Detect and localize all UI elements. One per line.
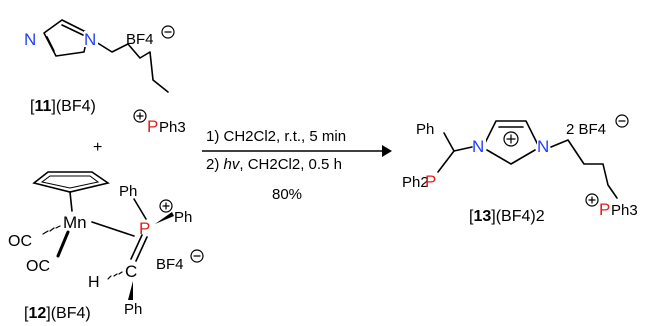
product-13: N N Ph Ph2 P 2 BF4 P Ph3 [13](BF4)2: [402, 114, 638, 225]
phosphine-diphenyl-label: Ph2: [402, 174, 429, 191]
phenyl-on-c: Ph: [124, 301, 142, 318]
counterion-bf4: BF4: [156, 249, 204, 273]
triphenyl-label: Ph3: [611, 202, 638, 219]
manganese-atom: Mn: [63, 213, 87, 232]
compound-label-13: [13](BF4)2: [469, 208, 545, 225]
phosphonium-phosphorus: P: [147, 117, 158, 136]
compound-label-11: [11](BF4): [30, 98, 96, 115]
reactant-11: N N BF4 P Ph3 [11](BF4): [24, 19, 186, 136]
phosphine-phosphorus: P: [425, 172, 436, 191]
minus-charge-icon: [190, 249, 204, 263]
ylide-carbon: C: [125, 262, 137, 281]
plus-charge-icon: [133, 109, 147, 123]
reactant-12: Mn OC OC P Ph Ph C H Ph: [8, 171, 204, 322]
minus-charge-icon: [615, 114, 629, 128]
svg-text:BF4: BF4: [156, 256, 184, 273]
svg-text:2 BF4: 2 BF4: [566, 121, 606, 138]
minus-charge-icon: [161, 25, 175, 39]
ylide-phosphorus: P: [139, 219, 150, 238]
arrow-head-icon: [382, 145, 392, 157]
plus-charge-icon: [159, 199, 173, 213]
phenyl-on-methine: Ph: [416, 121, 434, 138]
ring-nitrogen-1: N: [472, 137, 484, 156]
reaction-yield: 80%: [272, 186, 302, 203]
carbonyl-ligand-2: OC: [26, 258, 50, 275]
svg-text:BF4: BF4: [126, 31, 154, 48]
phenyl-on-p-1: Ph: [119, 183, 137, 200]
hashed-bond-oc-1: [42, 225, 61, 235]
cyclopentadienyl-ring: [32, 171, 110, 193]
ring-nitrogen-3: N: [24, 30, 36, 49]
triphenyl-label: Ph3: [159, 119, 186, 136]
condition-step-2: 2) hv, CH2Cl2, 0.5 h: [206, 156, 342, 173]
counterion-2-bf4: 2 BF4: [566, 114, 629, 138]
plus-charge-icon: [585, 193, 599, 207]
carbonyl-ligand-1: OC: [8, 233, 32, 250]
hydrogen-atom: H: [88, 274, 100, 291]
plus-charge-icon: [503, 131, 519, 147]
counterion-bf4: BF4: [126, 25, 175, 48]
reaction-arrow-group: 1) CH2Cl2, r.t., 5 min 2) hv, CH2Cl2, 0.…: [202, 128, 392, 203]
phosphonium-phosphorus: P: [599, 200, 610, 219]
ring-nitrogen-1: N: [84, 30, 96, 49]
ring-nitrogen-3: N: [537, 137, 549, 156]
condition-step-1: 1) CH2Cl2, r.t., 5 min: [206, 128, 346, 145]
hashed-bond-c-h: [107, 271, 123, 280]
phenyl-on-p-2: Ph: [174, 209, 192, 226]
plus-sign: +: [93, 139, 102, 156]
compound-label-12: [12](BF4): [24, 305, 91, 322]
